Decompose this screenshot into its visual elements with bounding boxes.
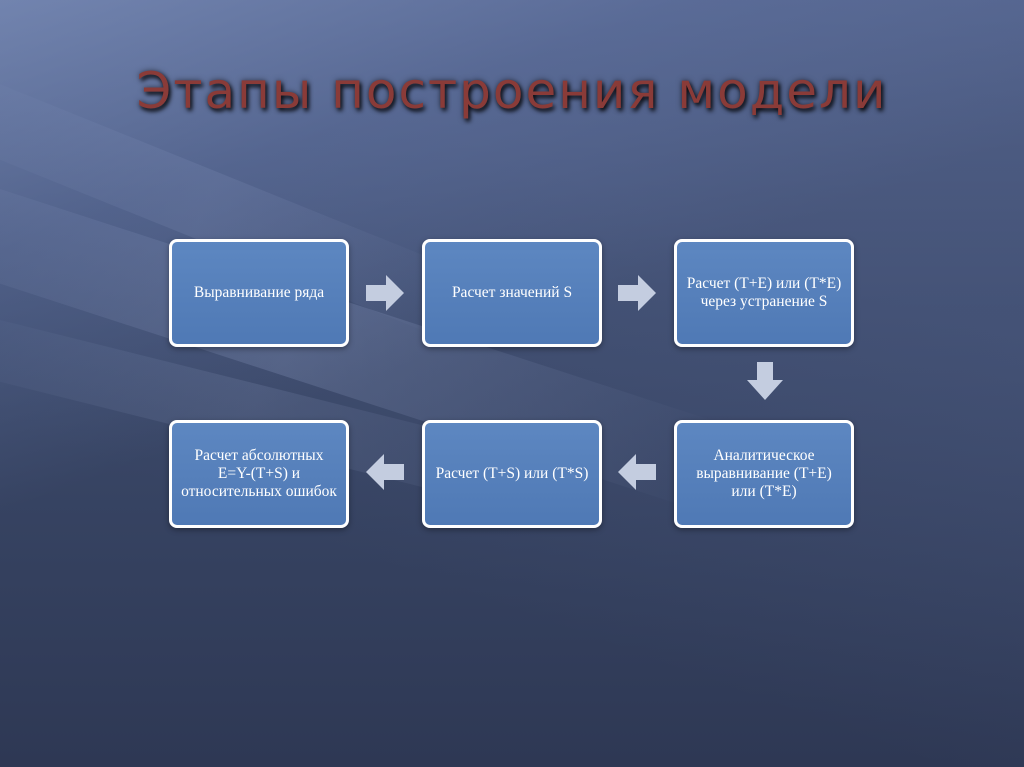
node-label: Аналитическое выравнивание (T+E) или (T*… <box>696 447 832 500</box>
diagram-node-5: Расчет (T+S) или (T*S) <box>422 420 602 528</box>
arrow-right-icon <box>364 272 406 314</box>
diagram-node-4: Аналитическое выравнивание (T+E) или (T*… <box>674 420 854 528</box>
node-label: Расчет значений S <box>451 284 573 301</box>
node-label: Расчет абсолютных E=Y-(T+S) и относитель… <box>181 447 337 500</box>
arrow-right-icon <box>616 272 658 314</box>
slide-title: Этапы построения модели <box>136 62 888 120</box>
arrow-left-icon <box>364 451 406 493</box>
node-label: Выравнивание ряда <box>193 284 325 301</box>
arrow-down-icon <box>744 360 786 402</box>
diagram-node-3: Расчет (T+E) или (T*E) через устранение … <box>674 239 854 347</box>
diagram-node-6: Расчет абсолютных E=Y-(T+S) и относитель… <box>169 420 349 528</box>
node-label: Расчет (T+E) или (T*E) через устранение … <box>686 275 842 310</box>
diagram-node-2: Расчет значений S <box>422 239 602 347</box>
node-label: Расчет (T+S) или (T*S) <box>435 465 589 482</box>
diagram-node-1: Выравнивание ряда <box>169 239 349 347</box>
arrow-left-icon <box>616 451 658 493</box>
